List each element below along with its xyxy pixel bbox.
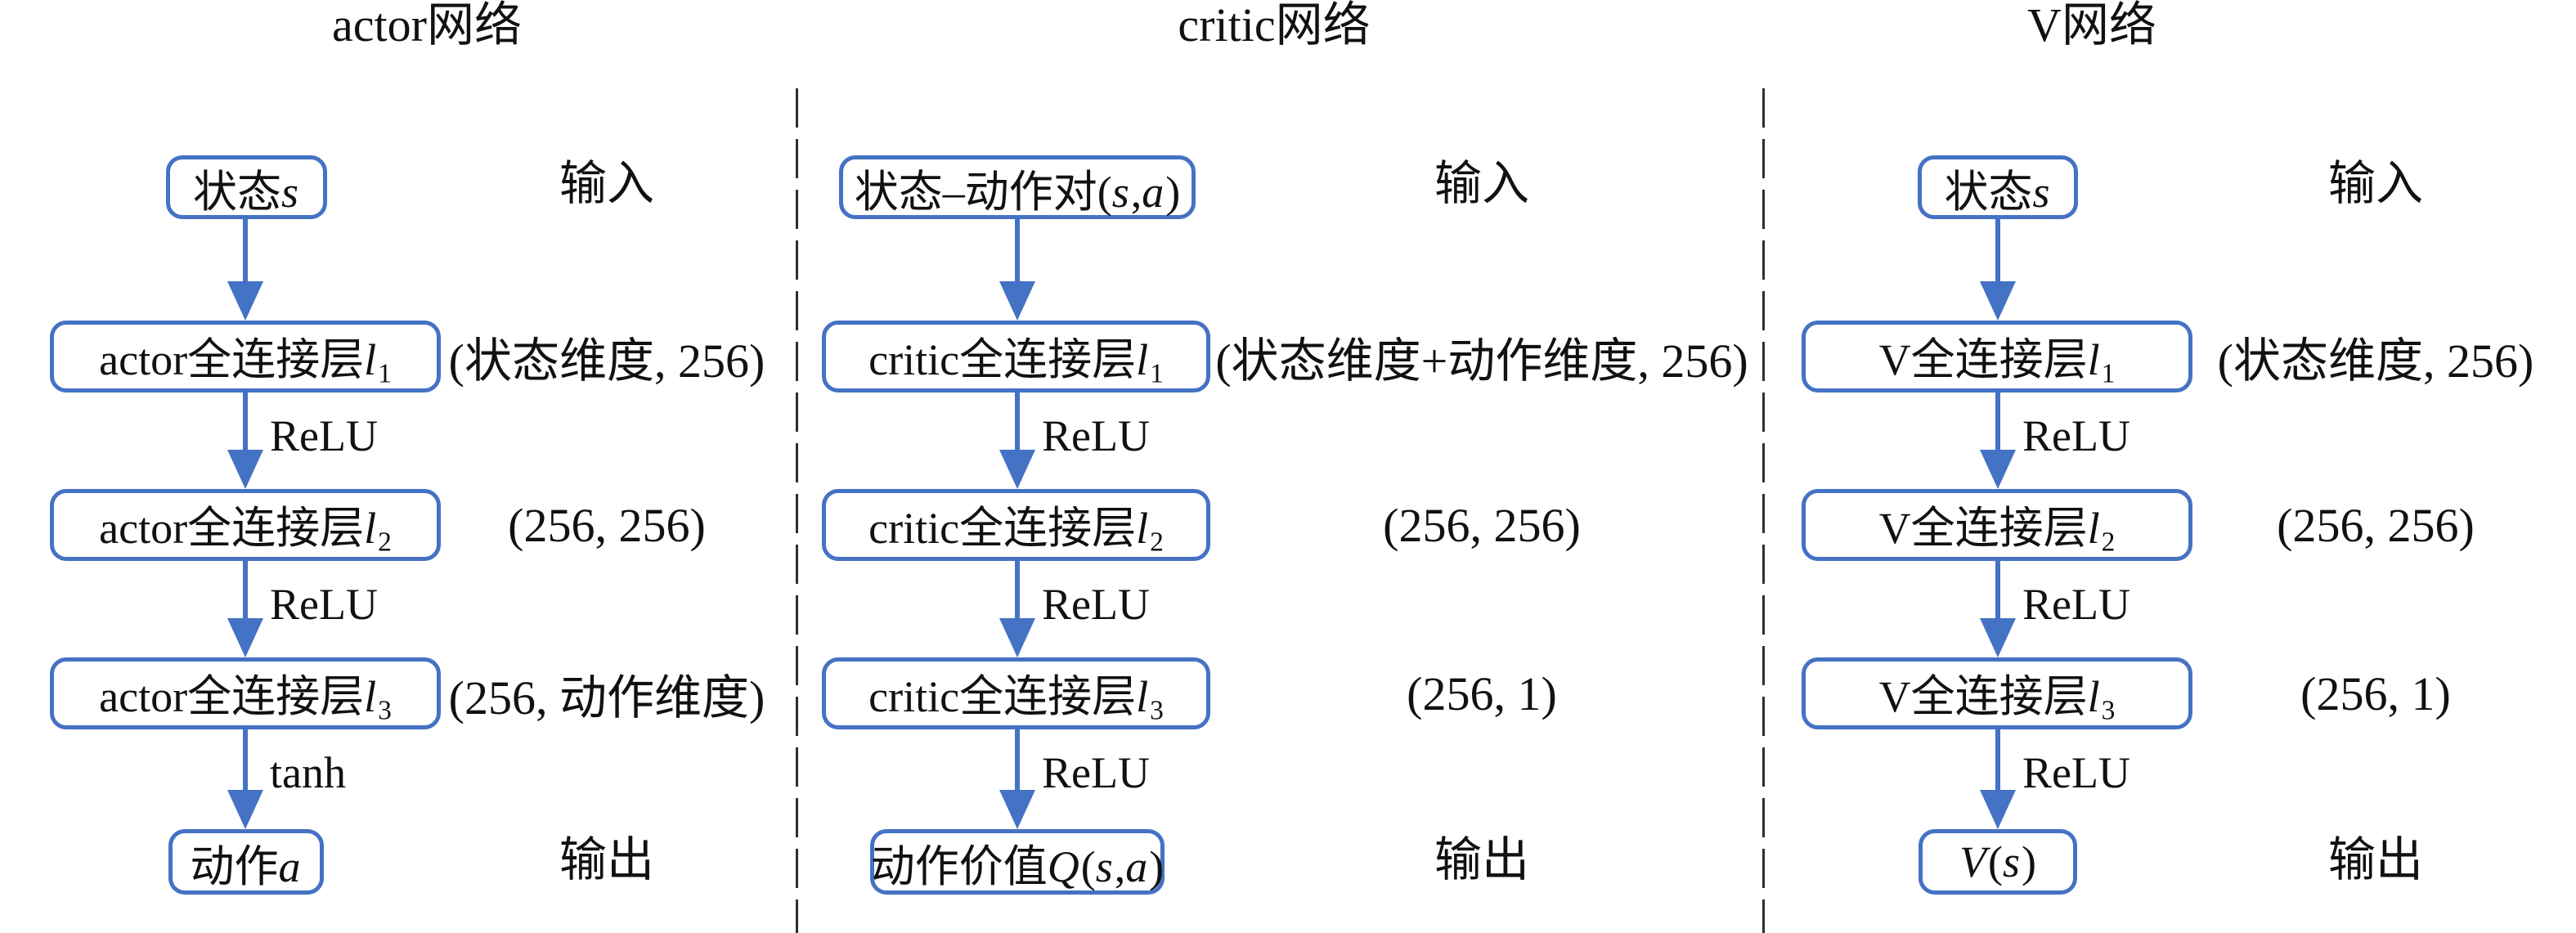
input-side-label: 输入 [559,157,655,210]
layer-box: V全连接层l1 [1802,321,2192,392]
layer-annotation: (256, 动作维度) [448,671,765,724]
activation-label: ReLU [270,580,378,629]
layer-box-label: actor全连接层l3 [99,672,392,726]
arrow-head-icon [1980,450,2016,489]
flow-arrow [999,391,1035,489]
layer-box: actor全连接层l2 [50,489,441,561]
output-box: 动作a [168,829,324,895]
arrow-stem [243,559,248,625]
arrow-stem [243,218,248,288]
arrow-stem [243,728,248,796]
output-side-label: 输出 [1434,833,1530,886]
flow-arrow [1980,559,2016,657]
activation-label: ReLU [1042,580,1150,629]
activation-label: ReLU [1042,411,1150,460]
arrow-head-icon [227,281,263,321]
arrow-stem [1995,391,2000,456]
column-title: critic网络 [1178,0,1371,52]
column-title: actor网络 [332,0,522,52]
arrow-stem [1995,728,2000,796]
arrow-head-icon [999,790,1035,829]
layer-box-label: critic全连接层l2 [868,504,1164,558]
activation-label: tanh [270,748,346,797]
input-box: 状态s [1918,155,2078,219]
output-box-label: V(s) [1959,837,2036,886]
column-divider-2 [1762,88,1765,933]
flow-arrow [1980,728,2016,829]
flow-arrow [999,728,1035,829]
arrow-stem [1995,218,2000,288]
activation-label: ReLU [270,411,378,460]
layer-box: critic全连接层l1 [822,321,1210,392]
flow-arrow [1980,218,2016,321]
arrow-head-icon [1980,618,2016,657]
layer-annotation: (256, 256) [508,498,706,552]
flow-arrow [999,218,1035,321]
arrow-stem [243,391,248,456]
layer-box-label: V全连接层l2 [1878,504,2116,558]
arrow-head-icon [999,450,1035,489]
output-box-label: 动作价值Q(s,a) [870,841,1165,891]
arrow-head-icon [227,450,263,489]
column-title: V网络 [2027,0,2156,52]
layer-box-label: actor全连接层l1 [99,335,392,389]
layer-box-label: critic全连接层l1 [868,335,1164,389]
layer-annotation: (256, 1) [2300,666,2451,720]
layer-annotation: (状态维度, 256) [448,334,765,388]
layer-annotation: (状态维度+动作维度, 256) [1215,334,1748,388]
flow-arrow [999,559,1035,657]
flow-arrow [227,559,263,657]
arrow-head-icon [999,618,1035,657]
layer-box-label: critic全连接层l3 [868,672,1164,726]
column-divider-1 [796,88,798,933]
arrow-head-icon [1980,790,2016,829]
layer-box-label: actor全连接层l2 [99,504,392,558]
flow-arrow [227,218,263,321]
layer-box: critic全连接层l3 [822,657,1210,729]
input-box-label: 状态–动作对(s,a) [854,167,1181,217]
layer-annotation: (256, 256) [2277,498,2475,552]
layer-box-label: V全连接层l3 [1878,672,2116,726]
arrow-head-icon [1980,281,2016,321]
layer-annotation: (256, 1) [1407,666,1557,720]
activation-label: ReLU [2022,411,2130,460]
activation-label: ReLU [2022,748,2130,797]
flow-arrow [227,728,263,829]
input-box: 状态s [166,155,327,219]
flow-arrow [227,391,263,489]
layer-annotation: (状态维度, 256) [2217,334,2534,388]
arrow-head-icon [999,281,1035,321]
layer-box: V全连接层l2 [1802,489,2192,561]
layer-box: critic全连接层l2 [822,489,1210,561]
arrow-stem [1995,559,2000,625]
arrow-stem [1015,559,1020,625]
arrow-stem [1015,218,1020,288]
layer-box-label: V全连接层l1 [1878,335,2116,389]
output-side-label: 输出 [2327,833,2424,886]
output-side-label: 输出 [559,833,655,886]
output-box-label: 动作a [190,841,301,891]
arrow-head-icon [227,790,263,829]
layer-box: actor全连接层l3 [50,657,441,729]
input-box-label: 状态s [192,167,298,217]
arrow-stem [1015,391,1020,456]
activation-label: ReLU [2022,580,2130,629]
input-side-label: 输入 [2327,157,2424,210]
output-box: 动作价值Q(s,a) [870,829,1165,895]
activation-label: ReLU [1042,748,1150,797]
arrow-head-icon [227,618,263,657]
layer-box: actor全连接层l1 [50,321,441,392]
input-side-label: 输入 [1434,157,1530,210]
arrow-stem [1015,728,1020,796]
layer-annotation: (256, 256) [1383,498,1581,552]
input-box-label: 状态s [1944,167,2050,217]
flow-arrow [1980,391,2016,489]
input-box: 状态–动作对(s,a) [839,155,1196,219]
layer-box: V全连接层l3 [1802,657,2192,729]
output-box: V(s) [1919,829,2077,895]
